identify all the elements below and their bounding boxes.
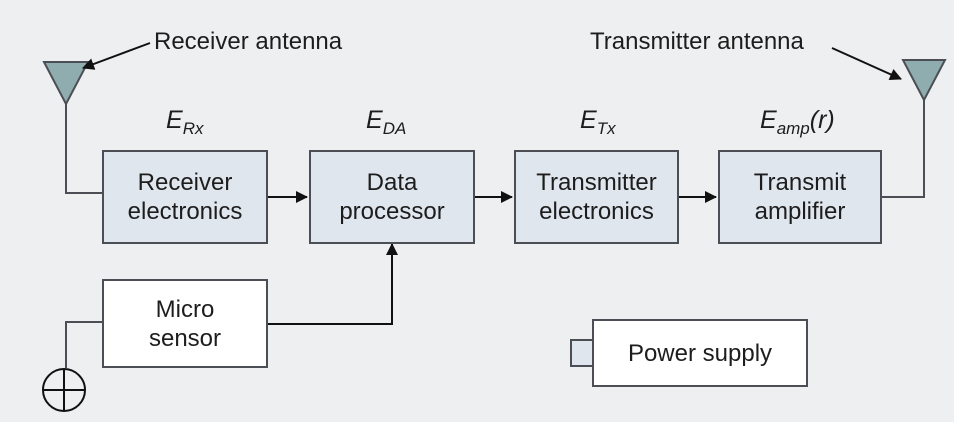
transmitter-antenna-icon [901,59,947,103]
energy-label-rx: ERx [166,106,204,138]
power-supply-block: Power supply [592,319,808,387]
receiver-antenna-label: Receiver antenna [154,28,343,55]
sensor-probe-wire [65,321,102,368]
transmitter-antenna-label: Transmitter antenna [590,28,804,55]
micro-sensor-block: Micro sensor [102,279,268,368]
transmitter-antenna-pointer [831,47,902,80]
transmitter-antenna-wire [882,100,925,198]
data-processor-block: Data processor [309,150,475,244]
block-label-line: amplifier [754,198,846,225]
block-label-line: processor [339,198,445,225]
energy-label-da: EDA [366,106,407,138]
arrow-sensor-to-processor [268,243,398,325]
crosshair-circle-icon [42,368,86,412]
receiver-antenna-icon [42,61,90,107]
energy-label-tx: ETx [580,106,616,138]
block-label-line: Data [366,169,418,196]
transmit-amplifier-block: Transmit amplifier [718,150,882,244]
block-label-line: Transmitter [536,169,657,196]
block-label-line: Power supply [627,339,773,367]
energy-label-amp: Eamp(r) [760,106,835,138]
block-label-line: Micro [155,295,215,323]
block-label-line: Receiver [137,169,233,196]
block-label-line: electronics [127,198,243,225]
receiver-electronics-block: Receiver electronics [102,150,268,244]
receiver-antenna-pointer [82,42,151,70]
block-label-line: electronics [539,198,654,225]
block-label-line: sensor [148,324,222,352]
transmitter-electronics-block: Transmitter electronics [514,150,679,244]
block-label-line: Transmit [753,169,847,196]
battery-terminal-icon [570,339,594,367]
receiver-antenna-wire [65,104,102,194]
